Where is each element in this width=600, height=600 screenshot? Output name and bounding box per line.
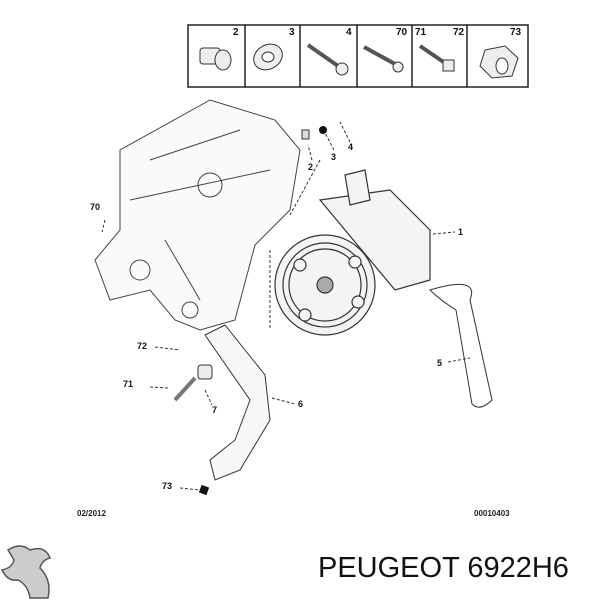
nut-icon	[479, 45, 519, 79]
header-label-73: 73	[510, 27, 522, 38]
spacer-part-7	[173, 364, 213, 402]
washer-icon	[253, 43, 283, 71]
callout-72: 72	[137, 341, 148, 351]
screw-icon	[306, 43, 349, 76]
bracket-part-6	[204, 324, 271, 481]
part-title: PEUGEOT 6922H6	[318, 552, 569, 584]
callout-6: 6	[298, 399, 304, 409]
callout-4: 4	[348, 142, 354, 152]
belt-part-5	[429, 283, 493, 408]
bolt-icon	[418, 44, 455, 72]
header-label-70: 70	[396, 27, 408, 38]
header-label-3: 3	[289, 27, 295, 38]
stud-icon	[363, 45, 404, 73]
callout-71: 71	[123, 379, 134, 389]
header-strip	[187, 24, 529, 88]
callout-7: 7	[212, 405, 218, 415]
steering-pump	[274, 169, 431, 336]
peugeot-lion-logo	[0, 545, 52, 599]
leader-lines	[101, 121, 471, 491]
callout-70: 70	[90, 202, 101, 212]
bushing-icon	[199, 47, 232, 71]
diagram-date: 02/2012	[77, 509, 106, 518]
callout-73: 73	[162, 481, 173, 491]
diagram-reference: 00010403	[474, 509, 510, 518]
callout-3: 3	[331, 152, 337, 162]
header-label-72: 72	[453, 27, 465, 38]
header-label-71: 71	[415, 27, 427, 38]
engine-bracket	[94, 99, 301, 331]
callout-5: 5	[437, 358, 443, 368]
header-label-2: 2	[233, 27, 239, 38]
header-label-4: 4	[346, 27, 352, 38]
callout-2: 2	[308, 162, 314, 172]
callout-1: 1	[458, 227, 464, 237]
